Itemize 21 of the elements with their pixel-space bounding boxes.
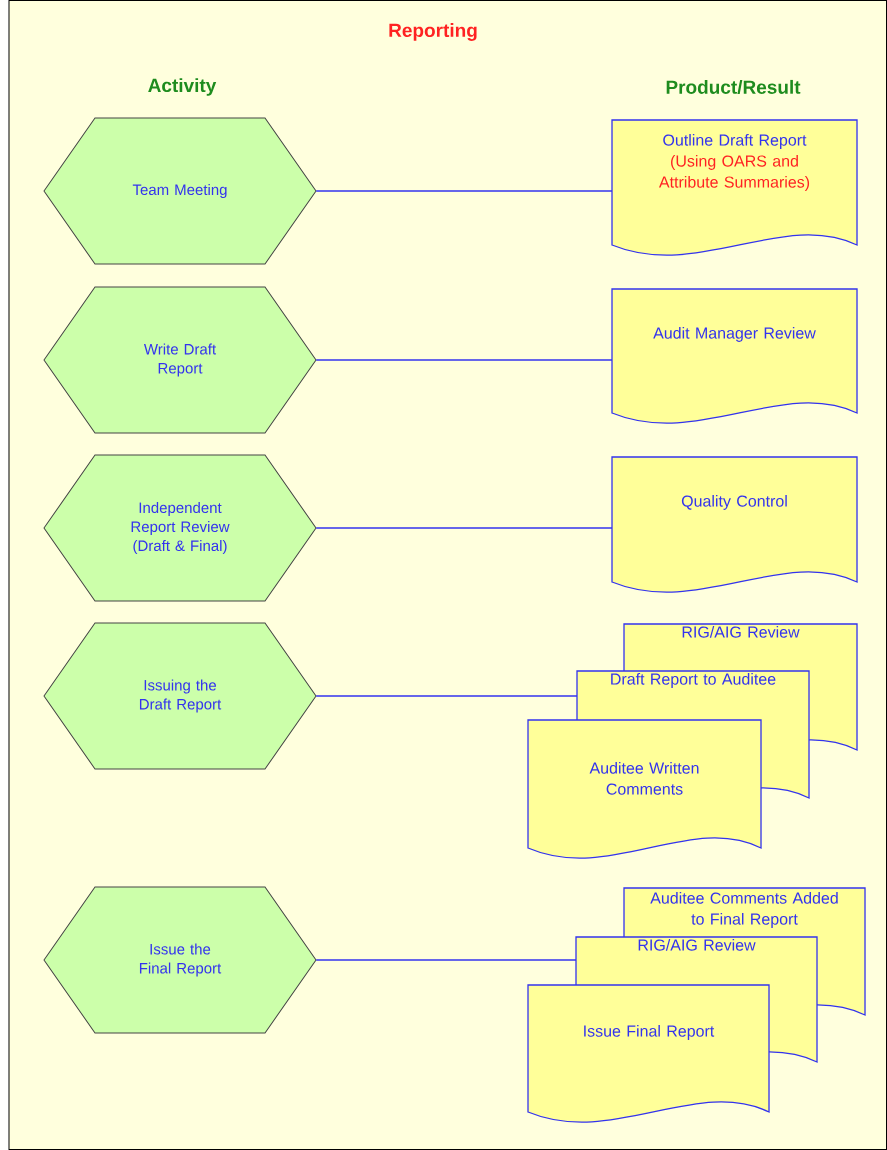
node-text: Quality Control	[681, 495, 787, 510]
connector-line	[315, 359, 613, 361]
hexagon: Issuing the Draft Report	[43, 622, 317, 770]
connector-line	[315, 527, 613, 529]
title: Reporting	[389, 23, 477, 41]
hexagon: Issue the Final Report	[43, 886, 317, 1034]
node-text: Audit Manager Review	[653, 327, 816, 342]
connector-line	[315, 959, 577, 961]
hexagon: Team Meeting	[43, 117, 317, 265]
hexagon: Independent Report Review (Draft & Final)	[43, 454, 317, 602]
node-text: Auditee Written Comments	[589, 762, 699, 795]
node-text: Outline Draft Report (Using OARS and Attribute Summaries)	[658, 134, 810, 191]
node-text: RIG/AIG Review	[638, 939, 756, 951]
connector-line	[315, 190, 613, 192]
hexagon: Write Draft Report	[43, 286, 317, 434]
node-text: Auditee Comments Added to Final Report	[650, 892, 838, 928]
node-text: Issue Final Report	[584, 1025, 715, 1040]
node-text: RIG/AIG Review	[682, 626, 800, 638]
column-heading: Activity	[148, 78, 217, 96]
column-heading: Product/Result	[666, 79, 801, 95]
connector-line	[315, 695, 578, 697]
